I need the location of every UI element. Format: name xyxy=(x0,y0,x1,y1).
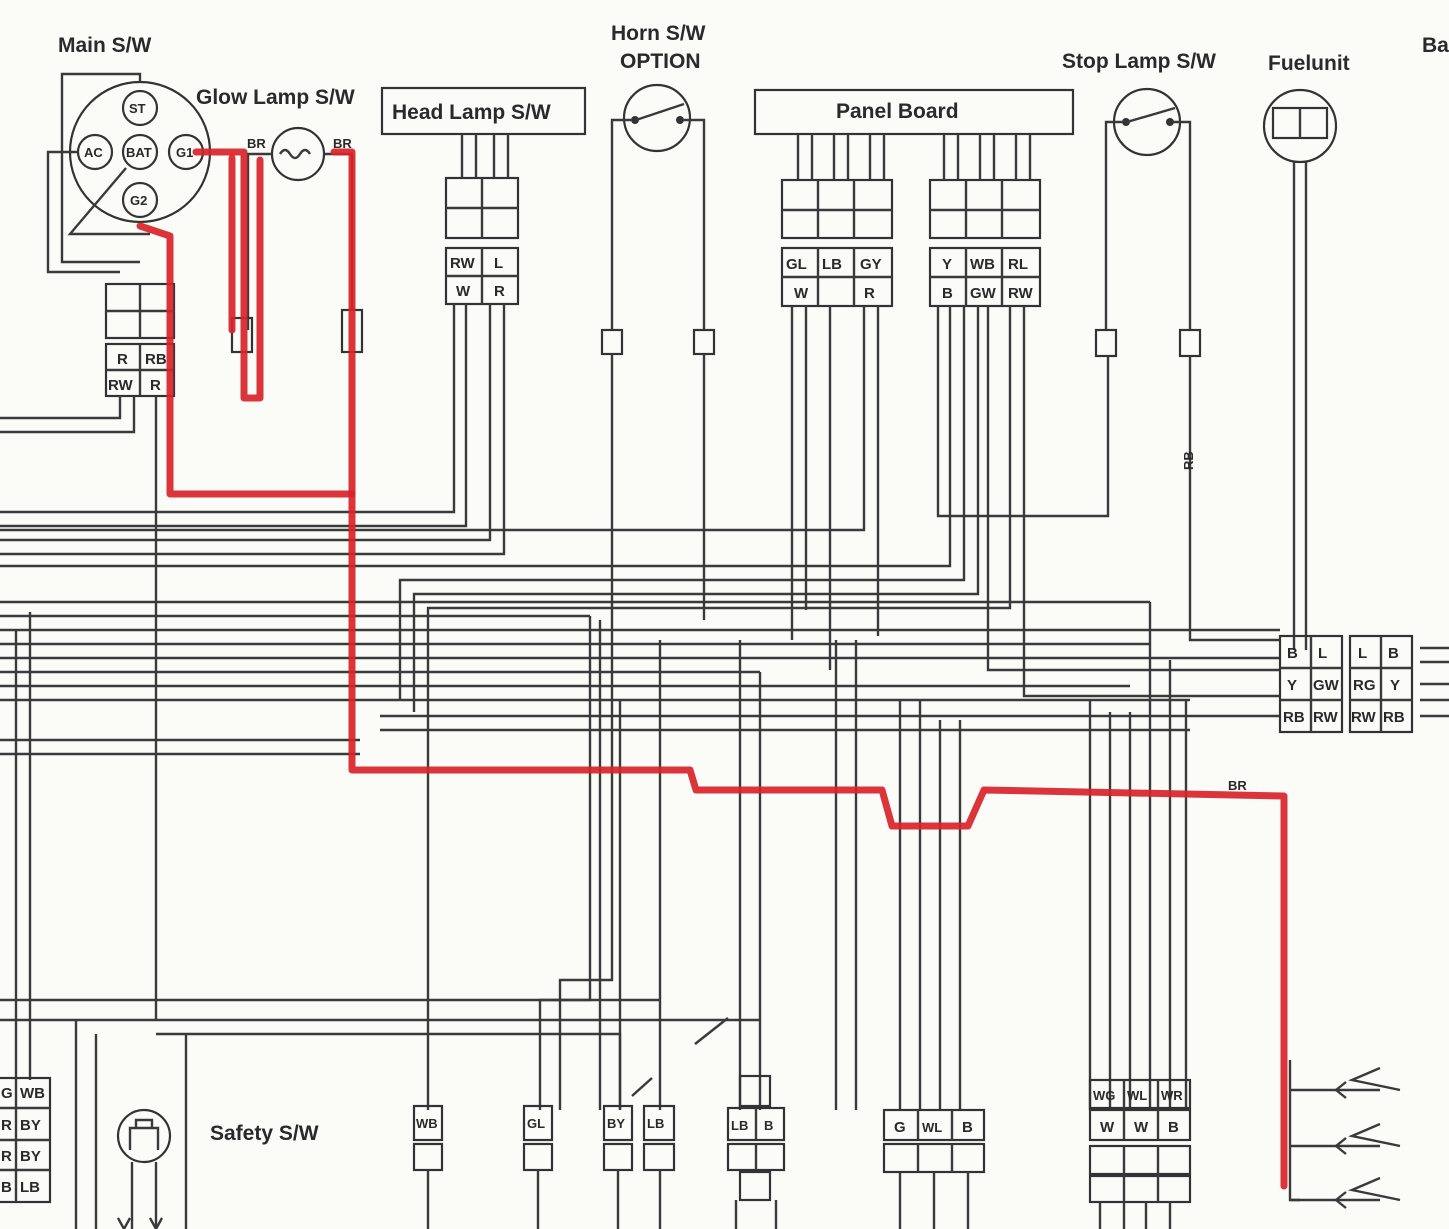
fuel-unit: RB xyxy=(1181,88,1338,650)
right-b-r1c1: L xyxy=(1358,645,1367,662)
panel-right-r1c1: Y xyxy=(942,256,952,273)
bottom-gwlb-c3: B xyxy=(962,1119,973,1136)
red-path-wire-tag: BR xyxy=(1228,778,1247,793)
bottom-triple-r1c1: WG xyxy=(1093,1088,1115,1103)
right-a-r2c2: GW xyxy=(1313,677,1340,694)
right-b-r3c2: RB xyxy=(1383,709,1405,726)
bottom-triple-r2c1: W xyxy=(1100,1119,1115,1136)
bottom-by-label: BY xyxy=(607,1116,625,1131)
stop-lamp-switch-title: Stop Lamp S/W xyxy=(1062,50,1216,73)
main-switch: ST AC BAT G1 G2 xyxy=(46,72,212,274)
left-edge-r3c1: R xyxy=(1,1148,12,1165)
bottom-connector-triple: WG WL WR W W B xyxy=(1088,1078,1192,1229)
left-edge-connector: G WB R BY R BY B LB xyxy=(0,1076,52,1204)
terminal-ac: AC xyxy=(84,145,103,160)
panel-left-r2c1: W xyxy=(794,285,809,302)
head-lamp-switch-title: Head Lamp S/W xyxy=(392,101,551,124)
safety-switch-title: Safety S/W xyxy=(210,1122,319,1145)
glow-wire-tag-right: BR xyxy=(333,136,352,151)
head-conn-r1c1: RW xyxy=(450,255,476,272)
panel-board-title: Panel Board xyxy=(836,100,959,123)
head-conn-r1c2: L xyxy=(494,255,503,272)
head-lamp-switch: Head Lamp S/W RW L W R xyxy=(0,86,587,556)
main-conn-r1c1: R xyxy=(117,351,128,368)
left-edge-r3c2: BY xyxy=(20,1148,41,1165)
bottom-connector-by: BY xyxy=(602,1077,653,1229)
right-a-r2c1: Y xyxy=(1287,677,1297,694)
main-switch-connector: R RB RW R xyxy=(0,282,176,1020)
bottom-triple-r1c3: WR xyxy=(1161,1088,1183,1103)
left-edge-r4c1: B xyxy=(1,1179,12,1196)
panel-right-r2c1: B xyxy=(942,285,953,302)
panel-board: Panel Board GL LB GY W R Y WB RL B GW RW xyxy=(0,88,1280,1110)
glow-plugs xyxy=(1288,1060,1401,1209)
bottom-triple-r2c2: W xyxy=(1134,1119,1149,1136)
highlighted-circuit: BR xyxy=(136,148,1288,1190)
right-b-r3c1: RW xyxy=(1351,709,1377,726)
bottom-connector-lb: LB xyxy=(642,1104,676,1229)
cut-off-title: Ba xyxy=(1422,34,1449,57)
panel-right-r2c2: GW xyxy=(970,285,997,302)
head-conn-r2c1: W xyxy=(456,283,471,300)
terminal-bat: BAT xyxy=(126,145,152,160)
right-connector-a: B L Y GW RB RW xyxy=(1278,634,1344,734)
right-connector-b: L B RG Y RW RB xyxy=(1348,634,1414,734)
bottom-lbb-c2: B xyxy=(764,1118,773,1133)
bottom-connector-wb: WB xyxy=(412,1104,444,1229)
main-conn-r2c1: RW xyxy=(108,377,134,394)
glow-lamp-switch-title: Glow Lamp S/W xyxy=(196,86,355,109)
horn-switch xyxy=(558,83,716,1110)
fuel-wire-tag: RB xyxy=(1181,451,1196,470)
panel-right-r2c3: RW xyxy=(1008,285,1034,302)
harness-bus xyxy=(0,600,1449,1229)
panel-left-r1c3: GY xyxy=(860,256,882,273)
terminal-g1: G1 xyxy=(176,145,193,160)
terminal-g2: G2 xyxy=(130,193,147,208)
bottom-connector-gl: GL xyxy=(522,1104,554,1229)
panel-right-r1c3: RL xyxy=(1008,256,1028,273)
bottom-connector-lb-b: LB B xyxy=(694,1017,786,1229)
left-edge-r2c2: BY xyxy=(20,1117,41,1134)
bottom-lb-label: LB xyxy=(647,1116,664,1131)
glow-wire-tag-left: BR xyxy=(247,136,266,151)
right-b-r2c2: Y xyxy=(1390,677,1400,694)
terminal-st: ST xyxy=(129,101,146,116)
left-edge-r1c2: WB xyxy=(20,1085,45,1102)
panel-left-r1c2: LB xyxy=(822,256,842,273)
panel-right-r1c2: WB xyxy=(970,256,995,273)
right-a-r3c2: RW xyxy=(1313,709,1339,726)
right-a-r1c1: B xyxy=(1287,645,1298,662)
bottom-gwlb-c2: WL xyxy=(922,1120,942,1135)
bottom-gwlb-c1: G xyxy=(894,1119,906,1136)
stop-lamp-switch xyxy=(1094,87,1280,642)
right-b-r2c1: RG xyxy=(1353,677,1376,694)
bottom-gl-label: GL xyxy=(527,1116,545,1131)
safety-switch xyxy=(116,1108,172,1229)
bottom-connector-g-wl-b: G WL B xyxy=(882,1108,986,1229)
panel-left-r1c1: GL xyxy=(786,256,807,273)
right-b-r1c2: B xyxy=(1388,645,1399,662)
right-a-r1c2: L xyxy=(1318,645,1327,662)
left-edge-r2c1: R xyxy=(1,1117,12,1134)
left-edge-r1c1: G xyxy=(1,1085,13,1102)
left-edge-r4c2: LB xyxy=(20,1179,40,1196)
panel-left-r2c3: R xyxy=(864,285,875,302)
main-switch-title: Main S/W xyxy=(58,34,152,57)
horn-switch-option: OPTION xyxy=(620,50,701,73)
bottom-wb-label: WB xyxy=(416,1116,438,1131)
bottom-triple-r2c3: B xyxy=(1168,1119,1179,1136)
bottom-triple-r1c2: WL xyxy=(1127,1088,1147,1103)
head-conn-r2c2: R xyxy=(494,283,505,300)
right-a-r3c1: RB xyxy=(1283,709,1305,726)
main-conn-r1c2: RB xyxy=(145,351,167,368)
bottom-lbb-c1: LB xyxy=(731,1118,748,1133)
main-conn-r2c2: R xyxy=(150,377,161,394)
fuel-unit-title: Fuelunit xyxy=(1268,52,1350,75)
horn-switch-title: Horn S/W xyxy=(611,22,706,45)
glow-lamp: BR BR xyxy=(230,126,364,354)
